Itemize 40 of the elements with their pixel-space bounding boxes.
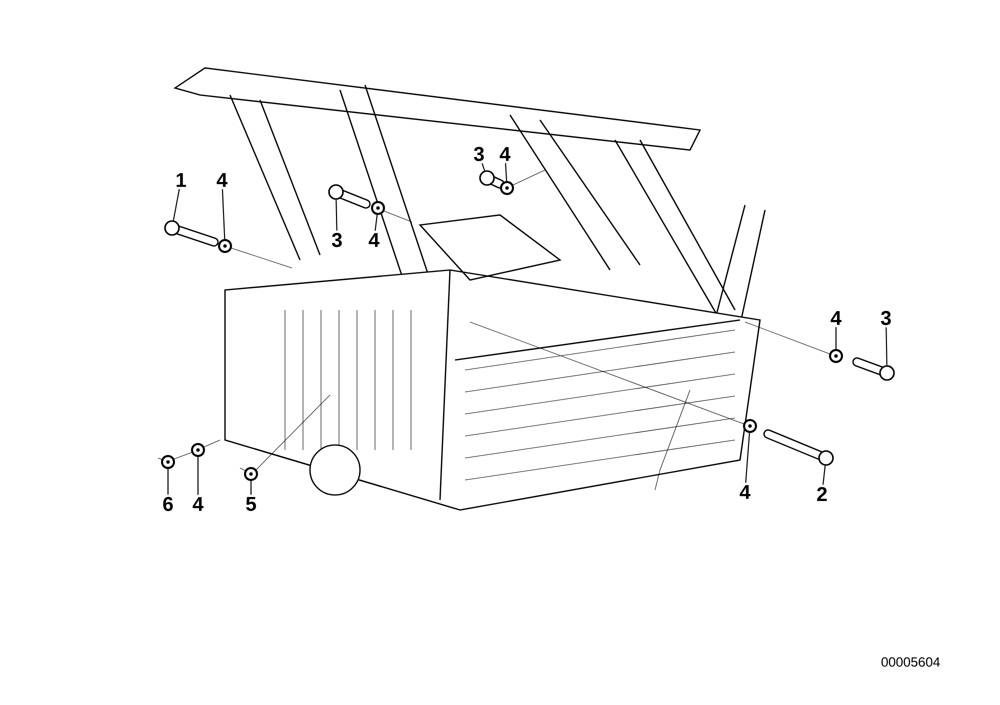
callout-number: 4	[192, 497, 204, 511]
leader-line	[835, 327, 837, 349]
bolt-drawing	[852, 357, 895, 381]
washer-drawing	[829, 349, 843, 363]
leader-line	[167, 469, 169, 495]
callout-number: 5	[246, 497, 256, 511]
leader-line	[222, 189, 226, 240]
washer-drawing	[244, 467, 258, 481]
washer-drawing	[161, 455, 175, 469]
callout-number: 4	[216, 173, 228, 187]
leader-line	[172, 189, 180, 220]
leader-line	[482, 163, 486, 171]
callout-number: 1	[176, 173, 186, 187]
washer-drawing	[743, 419, 757, 433]
leader-line	[336, 200, 338, 231]
leader-line	[886, 327, 888, 366]
callout-number: 3	[880, 310, 891, 326]
callout-number: 4	[500, 147, 510, 161]
callout-number: 3	[474, 146, 484, 162]
callout-number: 2	[817, 487, 827, 501]
bolt-drawing	[328, 184, 371, 209]
bolt-drawing	[164, 220, 219, 247]
callout-number: 4	[830, 311, 842, 325]
leader-line	[374, 214, 378, 231]
leader-line	[822, 466, 826, 485]
callout-number: 4	[740, 485, 750, 499]
callout-number: 3	[332, 232, 342, 248]
washer-drawing	[371, 201, 385, 215]
bolt-drawing	[763, 429, 834, 466]
callout-number: 4	[368, 233, 380, 247]
drawing-number: 00005604	[882, 657, 940, 667]
washer-drawing	[218, 239, 232, 253]
leader-line	[197, 457, 199, 495]
leader-line	[250, 481, 252, 495]
leader-line	[505, 163, 508, 182]
washer-drawing	[500, 181, 514, 195]
washer-drawing	[191, 443, 205, 457]
callout-number: 6	[163, 496, 173, 512]
bolt-drawing	[479, 170, 505, 189]
leader-line	[745, 432, 750, 483]
